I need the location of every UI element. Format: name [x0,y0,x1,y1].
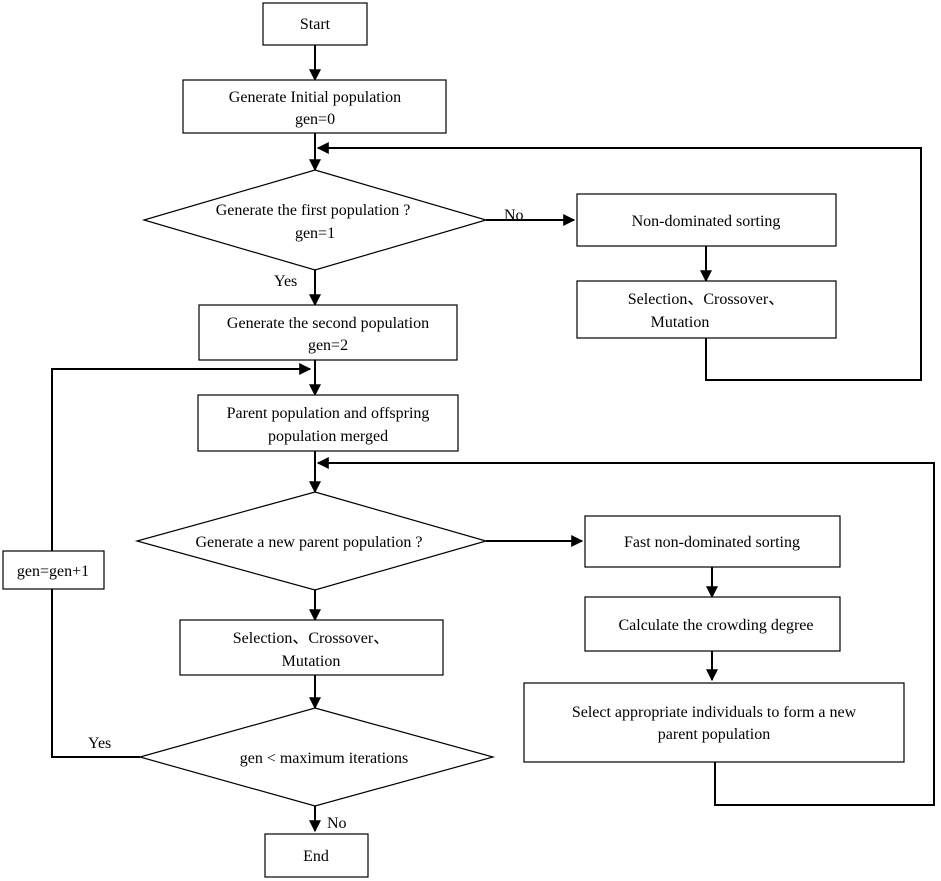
node-init-line-1: Generate Initial population [229,89,401,106]
loop-gencheck-yes-to-merge [51,589,140,758]
node-start: Start [262,2,368,46]
node-nds-label: Non-dominated sorting [632,213,781,230]
node-second-line-2: gen=2 [308,337,348,354]
loop-sel1-back-to-first [316,142,922,381]
node-selind-line-1: Select appropriate individuals to form a… [572,704,857,721]
node-end-label: End [303,848,329,865]
node-start-label: Start [300,16,331,33]
node-geninc-label: gen=gen+1 [17,563,89,580]
node-select-appropriate-individuals: Select appropriate individuals to form a… [523,682,905,763]
node-generate-second-population: Generate the second population gen=2 [198,304,458,361]
decision-first-line-2: gen=1 [295,225,335,242]
decision-newparent-label: Generate a new parent population ? [195,534,422,551]
node-fnds-label: Fast non-dominated sorting [624,534,800,551]
node-merge-line-1: Parent population and offspring [227,405,430,422]
decision-gencheck-label: gen < maximum iterations [240,750,409,767]
label-iter-yes: Yes [88,735,111,752]
node-second-line-1: Generate the second population [227,315,429,332]
node-sel2-line-1: Selection、Crossover、 [233,630,389,647]
connectors [51,45,935,833]
decision-new-parent-population: Generate a new parent population ? [134,491,489,591]
decision-max-iterations: gen < maximum iterations [137,707,496,807]
node-sel2-line-2: Mutation [282,653,341,670]
node-selind-line-2: parent population [658,726,770,743]
loop-selind-back-to-newparent [316,457,935,806]
node-generate-initial-population: Generate Initial population gen=0 [182,79,447,134]
node-fast-non-dominated-sorting: Fast non-dominated sorting [584,515,841,568]
node-selection-crossover-mutation-1: Selection、Crossover、 Mutation [576,280,837,339]
node-parent-offspring-merged: Parent population and offspring populati… [197,394,459,452]
label-first-no: No [504,207,524,224]
node-selection-crossover-mutation-2: Selection、Crossover、 Mutation [179,619,444,676]
node-init-line-2: gen=0 [295,111,335,128]
node-gen-increment: gen=gen+1 [2,550,105,590]
label-iter-no: No [327,815,347,832]
node-crowd-label: Calculate the crowding degree [618,617,813,634]
decision-first-line-1: Generate the first population ? [216,202,411,219]
node-merge-line-2: population merged [268,428,388,445]
node-non-dominated-sorting: Non-dominated sorting [576,193,837,247]
loop-geninc-to-merge [51,363,312,551]
node-calculate-crowding-degree: Calculate the crowding degree [584,596,841,652]
label-first-yes: Yes [274,273,297,290]
node-end: End [264,833,369,878]
node-sel1-line-2: Mutation [651,314,710,331]
decision-first-population: Generate the first population ? gen=1 [141,169,489,271]
node-sel1-line-1: Selection、Crossover、 [628,291,784,308]
